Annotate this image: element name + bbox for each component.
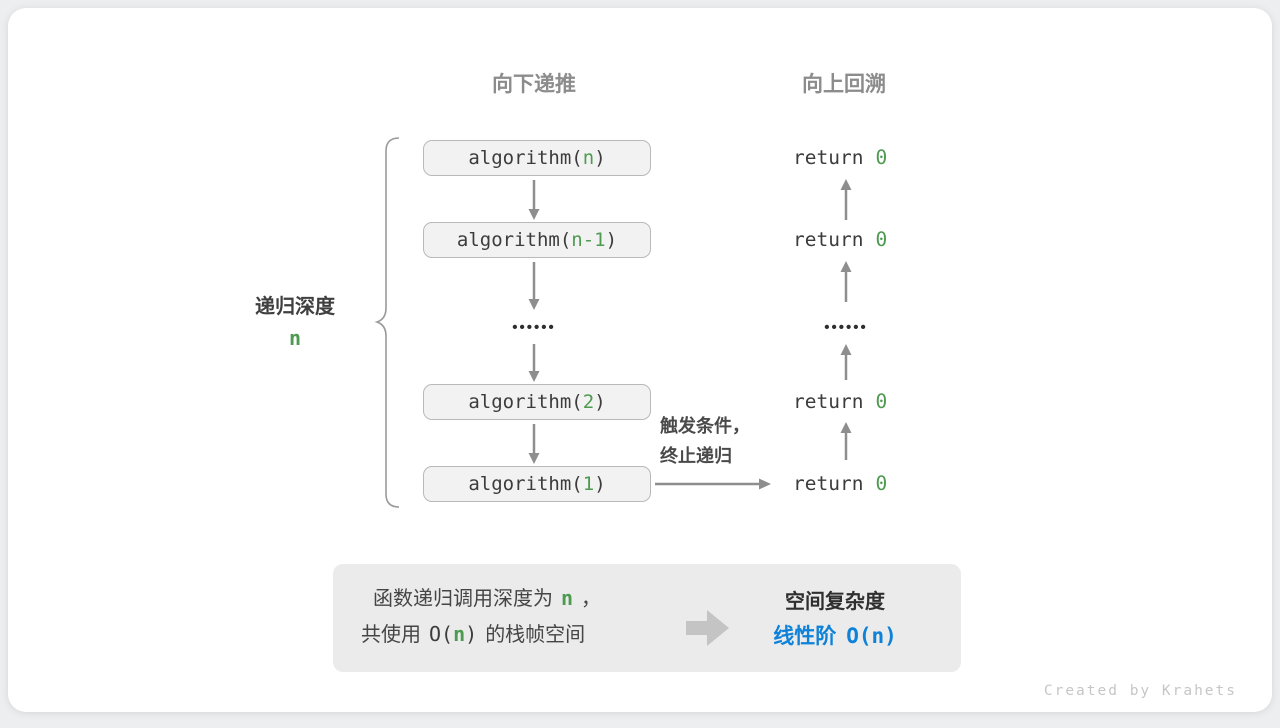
call-suffix: ) (594, 391, 606, 413)
return-keyword: return (793, 472, 864, 495)
summary-text: 函数递归调用深度为 (373, 588, 553, 610)
return-statement: return 0 (793, 471, 887, 497)
call-arg: n (582, 147, 595, 169)
header-recurse-down: 向下递推 (492, 73, 576, 96)
return-value: 0 (875, 390, 888, 413)
call-arg: 2 (582, 391, 595, 413)
return-statement: return 0 (793, 389, 887, 415)
big-o-close: ) (465, 622, 478, 646)
return-statement: return 0 (793, 145, 887, 171)
call-suffix: ) (594, 473, 606, 495)
return-value: 0 (875, 146, 888, 169)
arrow-right-icon (655, 478, 771, 490)
depth-value: n (288, 326, 302, 350)
watermark: Created by Krahets (1043, 683, 1237, 699)
call-suffix: ) (594, 147, 606, 169)
diagram-card: 向下递推 向上回溯 递归深度 n (8, 8, 1272, 712)
arrow-up-icon (840, 344, 852, 380)
call-arg: n-1 (571, 229, 606, 251)
ellipsis-right: •••••• (824, 319, 868, 336)
trigger-note: 触发条件， 终止递归 (660, 411, 750, 471)
big-o-open: O( (429, 622, 454, 646)
depth-label: 递归深度 (255, 296, 335, 318)
brace-icon (374, 137, 400, 508)
summary-text: ， (581, 588, 602, 610)
call-box-n-1: algorithm(n-1) (423, 222, 651, 258)
call-box-n: algorithm(n) (423, 140, 651, 176)
summary-result: 线性阶 O(n) (722, 620, 948, 650)
return-keyword: return (793, 228, 864, 251)
arrow-down-icon (528, 262, 540, 310)
call-suffix: ) (605, 229, 618, 251)
arrow-up-icon (840, 179, 852, 220)
return-keyword: return (793, 146, 864, 169)
summary-title: 空间复杂度 (785, 591, 885, 613)
summary-var: n (561, 586, 574, 610)
call-box-1: algorithm(1) (423, 466, 651, 502)
header-backtrack-up: 向上回溯 (802, 73, 886, 96)
block-arrow-right-icon (686, 610, 729, 646)
arrow-up-icon (840, 261, 852, 302)
trigger-line-2: 终止递归 (660, 446, 732, 466)
return-statement: return 0 (793, 227, 887, 253)
summary-var: n (453, 622, 466, 646)
call-prefix: algorithm( (468, 147, 583, 169)
summary-text: 共使用 (361, 624, 421, 646)
call-prefix: algorithm( (468, 473, 583, 495)
return-value: 0 (875, 228, 888, 251)
call-prefix: algorithm( (456, 229, 572, 251)
summary-line-2: 共使用 O(n) 的栈帧空间 (361, 621, 585, 647)
call-arg: 1 (582, 473, 595, 495)
result-text: 线性阶 (773, 625, 837, 648)
summary-text: 的栈帧空间 (485, 624, 586, 646)
arrow-down-icon (528, 344, 540, 382)
ellipsis-left: •••••• (512, 319, 556, 336)
result-big-o: O(n) (846, 624, 897, 648)
summary-line-1: 函数递归调用深度为 n ， (373, 585, 601, 611)
return-value: 0 (875, 472, 888, 495)
call-box-2: algorithm(2) (423, 384, 651, 420)
call-prefix: algorithm( (468, 391, 583, 413)
arrow-up-icon (840, 422, 852, 460)
arrow-down-icon (528, 424, 540, 464)
return-keyword: return (793, 390, 864, 413)
trigger-line-1: 触发条件， (660, 416, 750, 436)
arrow-down-icon (528, 180, 540, 220)
